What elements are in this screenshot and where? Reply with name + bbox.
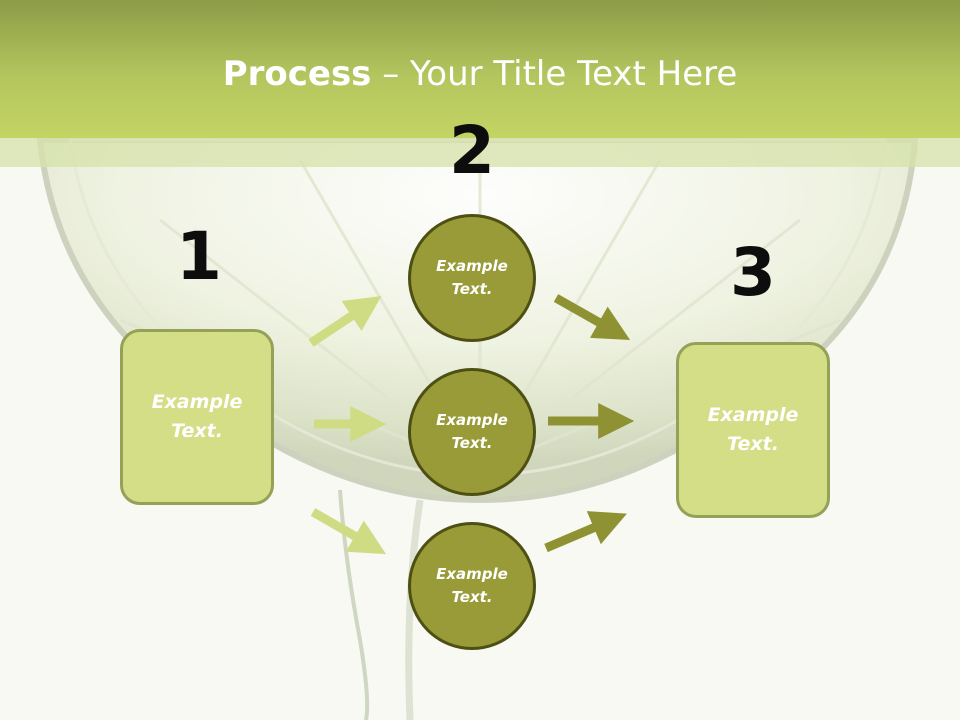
step-circle-middle-text: Example Text. bbox=[436, 411, 508, 452]
step-circle-bottom-text: Example Text. bbox=[436, 565, 508, 606]
step-circle-top[interactable]: Example Text. bbox=[408, 214, 536, 342]
step-number-2: 2 bbox=[449, 112, 495, 189]
step-number-1: 1 bbox=[176, 218, 222, 295]
step-circle-bottom[interactable]: Example Text. bbox=[408, 522, 536, 650]
title-bold: Process bbox=[222, 54, 372, 94]
title-strip bbox=[0, 138, 960, 167]
title-band bbox=[0, 0, 960, 138]
step-box-left-text: Example Text. bbox=[151, 391, 243, 442]
step-number-3: 3 bbox=[730, 234, 776, 311]
step-box-left[interactable]: Example Text. bbox=[120, 329, 274, 505]
step-circle-middle[interactable]: Example Text. bbox=[408, 368, 536, 496]
step-box-right[interactable]: Example Text. bbox=[676, 342, 830, 518]
step-box-right-text: Example Text. bbox=[707, 404, 799, 455]
title-rest: – Your Title Text Here bbox=[371, 54, 738, 94]
step-circle-top-text: Example Text. bbox=[436, 257, 508, 298]
slide-title: Process – Your Title Text Here bbox=[0, 52, 960, 96]
